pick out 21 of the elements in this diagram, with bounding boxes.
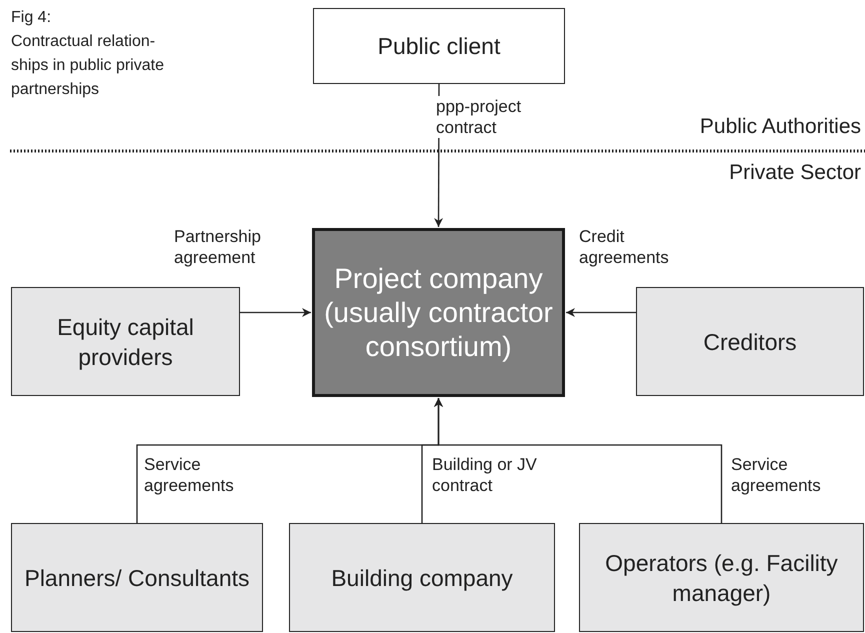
- box-label: Equity capital providers: [56, 312, 195, 372]
- figure-title: Fig 4:: [11, 8, 52, 28]
- box-label: Public client: [378, 32, 500, 61]
- process-box: [289, 523, 555, 632]
- process-box: [312, 228, 565, 397]
- connector-arrow: [566, 308, 636, 317]
- box-label: Planners/ Consultants: [24, 564, 250, 592]
- connector-arrow: [240, 308, 311, 317]
- process-box: [313, 8, 565, 84]
- zone-label: Public Authorities: [700, 114, 861, 140]
- figure-caption: Contractual relation-ships in public private partnerships: [11, 32, 165, 100]
- box-label: Building company: [331, 564, 513, 592]
- connector-arrow: [434, 398, 722, 523]
- zone-label: Private Sector: [729, 160, 861, 186]
- box-label: Operators (e.g. Facility manager): [604, 548, 839, 608]
- process-box: [11, 287, 240, 396]
- process-box: [636, 287, 864, 396]
- process-box: [11, 523, 263, 632]
- box-label: Creditors: [703, 328, 797, 356]
- box-label: Project company (usually contractor consortium): [323, 262, 554, 364]
- process-box: [579, 523, 864, 632]
